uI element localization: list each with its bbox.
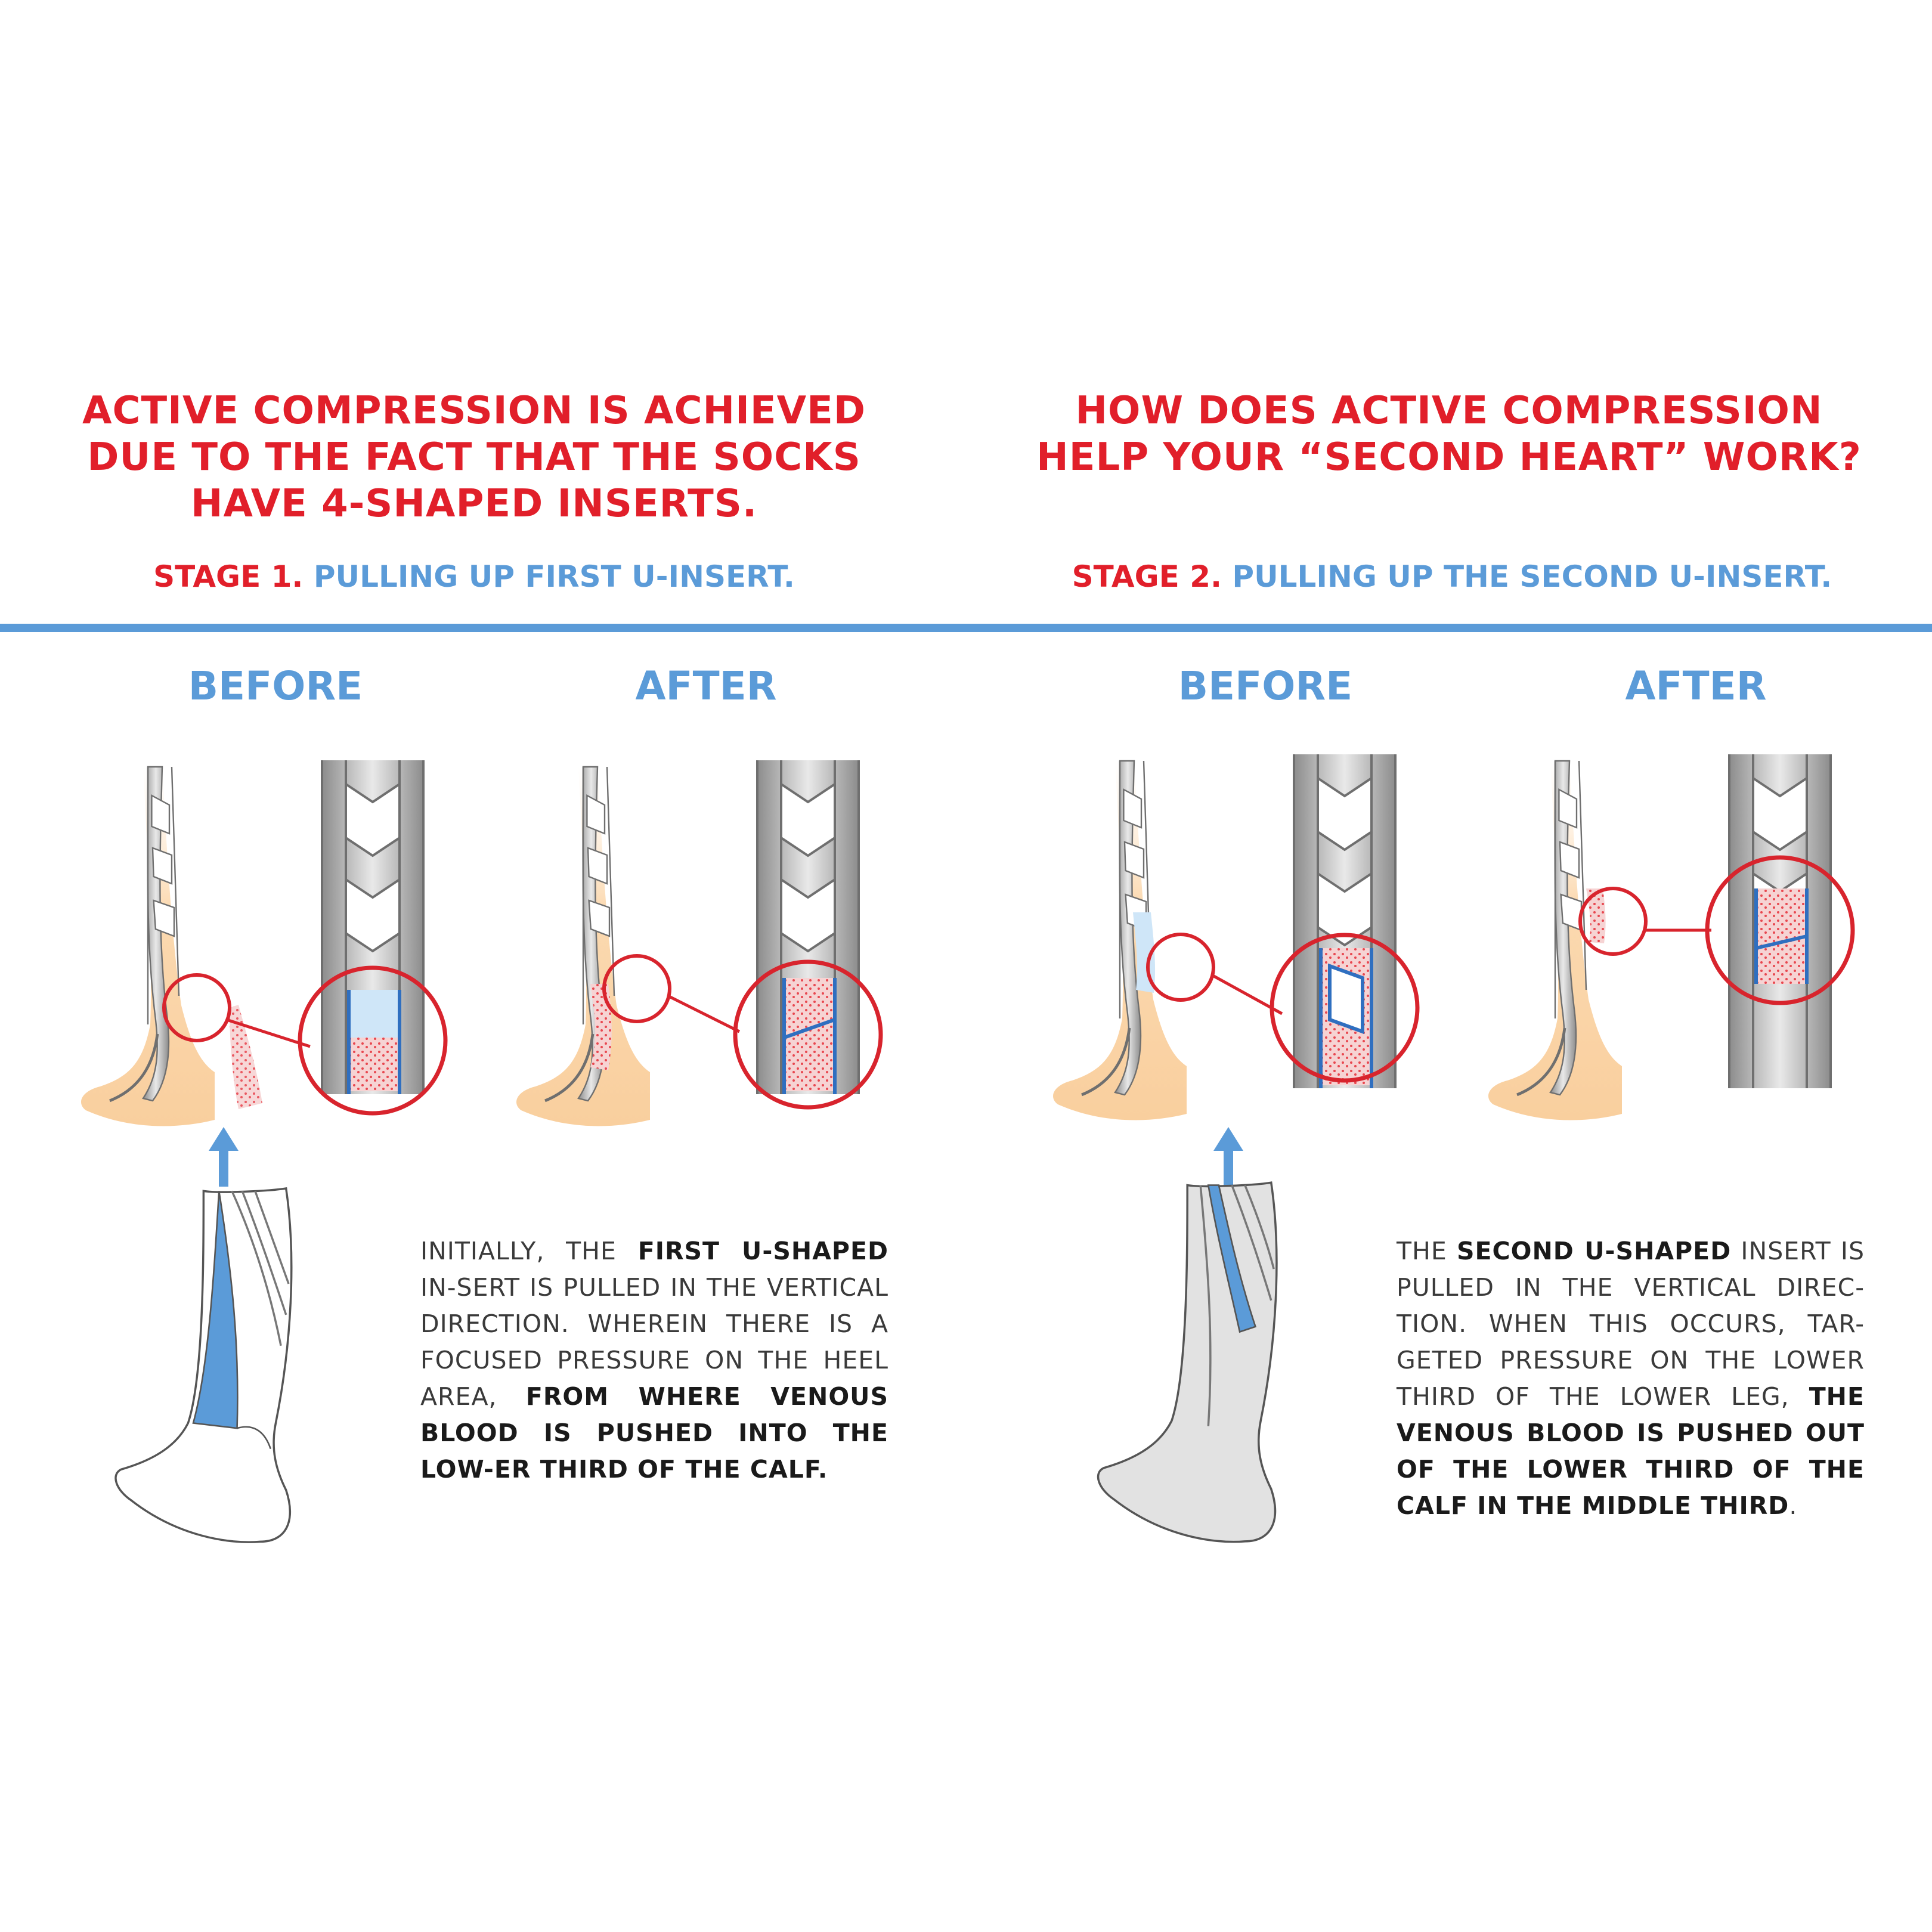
description-segment: . [1789,1491,1798,1520]
stage-2-number: STAGE 2. [1072,559,1222,594]
description-segment: THE VENOUS BLOOD IS PUSHED OUT OF THE LO… [1397,1382,1865,1520]
vein-closeup-circle [1705,855,1855,1005]
stage-2-text: PULLING UP THE SECOND U-INSERT. [1232,559,1832,594]
stage-2-after-illustration [1467,753,1855,1121]
stage-2-before-illustration [1032,753,1420,1121]
stage-1-number: STAGE 1. [153,559,304,594]
description-segment: THE [1397,1237,1457,1265]
description-segment: INITIALLY, THE [420,1237,638,1265]
magnifier-circle [1146,933,1215,1002]
stage-2-after-label: AFTER [1625,663,1767,709]
stage-1-sock-illustration [114,1187,293,1543]
description-segment: INSERT IS PULLED IN THE VERTICAL DIREC-T… [1397,1237,1865,1411]
stage-1-text: PULLING UP FIRST U-INSERT. [313,559,795,594]
left-heading: ACTIVE COMPRESSION IS ACHIEVED DUE TO TH… [82,389,866,526]
vein-closeup-circle [298,965,448,1116]
stage-2-caption: STAGE 2. PULLING UP THE SECOND U-INSERT. [978,559,1926,594]
magnifier-circle [162,973,231,1042]
stage-1-before-illustration [60,759,448,1127]
stage-2-sock-illustration [1097,1181,1278,1543]
arrow-up-icon [1213,1127,1243,1187]
stage-2-before-label: BEFORE [1178,663,1353,709]
stage-1-description: INITIALLY, THE FIRST U-SHAPED IN-SERT IS… [420,1233,888,1488]
stage-1-caption: STAGE 1. PULLING UP FIRST U-INSERT. [0,559,948,594]
right-heading: HOW DOES ACTIVE COMPRESSION HELP YOUR “S… [1036,389,1862,479]
stage-1-after-label: AFTER [635,663,777,709]
stage-1-before-label: BEFORE [188,663,363,709]
description-segment: IN-SERT IS PULLED IN THE VERTICAL DIRECT… [420,1273,888,1411]
description-segment: FIRST U-SHAPED [637,1237,889,1265]
stage-1-after-illustration [495,759,883,1127]
magnifier-circle [602,954,671,1023]
description-segment: SECOND U-SHAPED [1456,1237,1732,1265]
description-segment: FROM WHERE VENOUS BLOOD IS PUSHED INTO T… [420,1382,888,1484]
section-divider [0,624,1932,632]
magnifier-circle [1578,887,1648,956]
arrow-up-icon [209,1127,239,1187]
stage-2-description: THE SECOND U-SHAPED INSERT IS PULLED IN … [1397,1233,1865,1524]
vein-closeup-circle [1270,933,1420,1083]
vein-closeup-circle [733,959,883,1110]
